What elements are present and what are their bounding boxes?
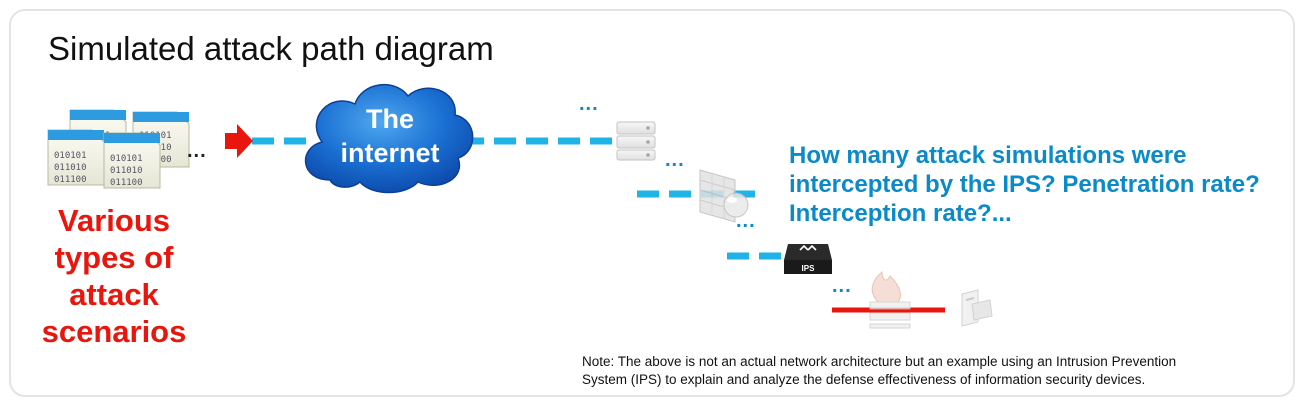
- ips-icon: IPS: [784, 244, 832, 274]
- client-icon: [961, 289, 993, 327]
- ips-question-line2: intercepted by the IPS? Penetration rate…: [789, 171, 1260, 198]
- footnote: Note: The above is not an actual network…: [582, 353, 1176, 389]
- footnote-line1: Note: The above is not an actual network…: [582, 354, 1177, 369]
- blocked-ellipsis: ...: [832, 275, 852, 297]
- cloud-label-line1: The: [365, 104, 414, 134]
- firewall-ellipsis: ...: [665, 149, 685, 171]
- server-ellipsis: ...: [579, 93, 599, 115]
- ips-ellipsis: ...: [736, 210, 756, 232]
- ips-question-line3: Interception rate?...: [789, 200, 1012, 227]
- server-icon: [616, 121, 656, 161]
- fire-icon: [869, 270, 911, 329]
- svg-text:010101: 010101: [54, 151, 87, 161]
- svg-text:011010: 011010: [54, 163, 87, 173]
- svg-text:010101: 010101: [110, 154, 143, 164]
- firewall-icon: [699, 169, 749, 223]
- documents-ellipsis: ...: [187, 140, 207, 162]
- footnote-line2: System (IPS) to explain and analyze the …: [582, 372, 1146, 387]
- diagram-frame: [9, 9, 1295, 397]
- cloud-label-line2: internet: [340, 138, 440, 168]
- cloud-label: The internet: [310, 102, 470, 170]
- arrow-icon: [225, 124, 253, 158]
- svg-text:011010: 011010: [110, 166, 143, 176]
- document-icon: 010101 011010 011100 010101 011010 01110…: [47, 109, 190, 189]
- ips-label: IPS: [802, 264, 816, 273]
- ips-question: How many attack simulations were interce…: [789, 141, 1260, 228]
- attack-scenarios-label: Various types of attack scenarios: [41, 203, 187, 349]
- svg-text:011100: 011100: [54, 175, 87, 185]
- ips-question-line1: How many attack simulations were: [789, 142, 1187, 169]
- diagram-title: Simulated attack path diagram: [48, 30, 494, 67]
- svg-text:011100: 011100: [110, 178, 143, 188]
- cloud-icon: [305, 83, 474, 194]
